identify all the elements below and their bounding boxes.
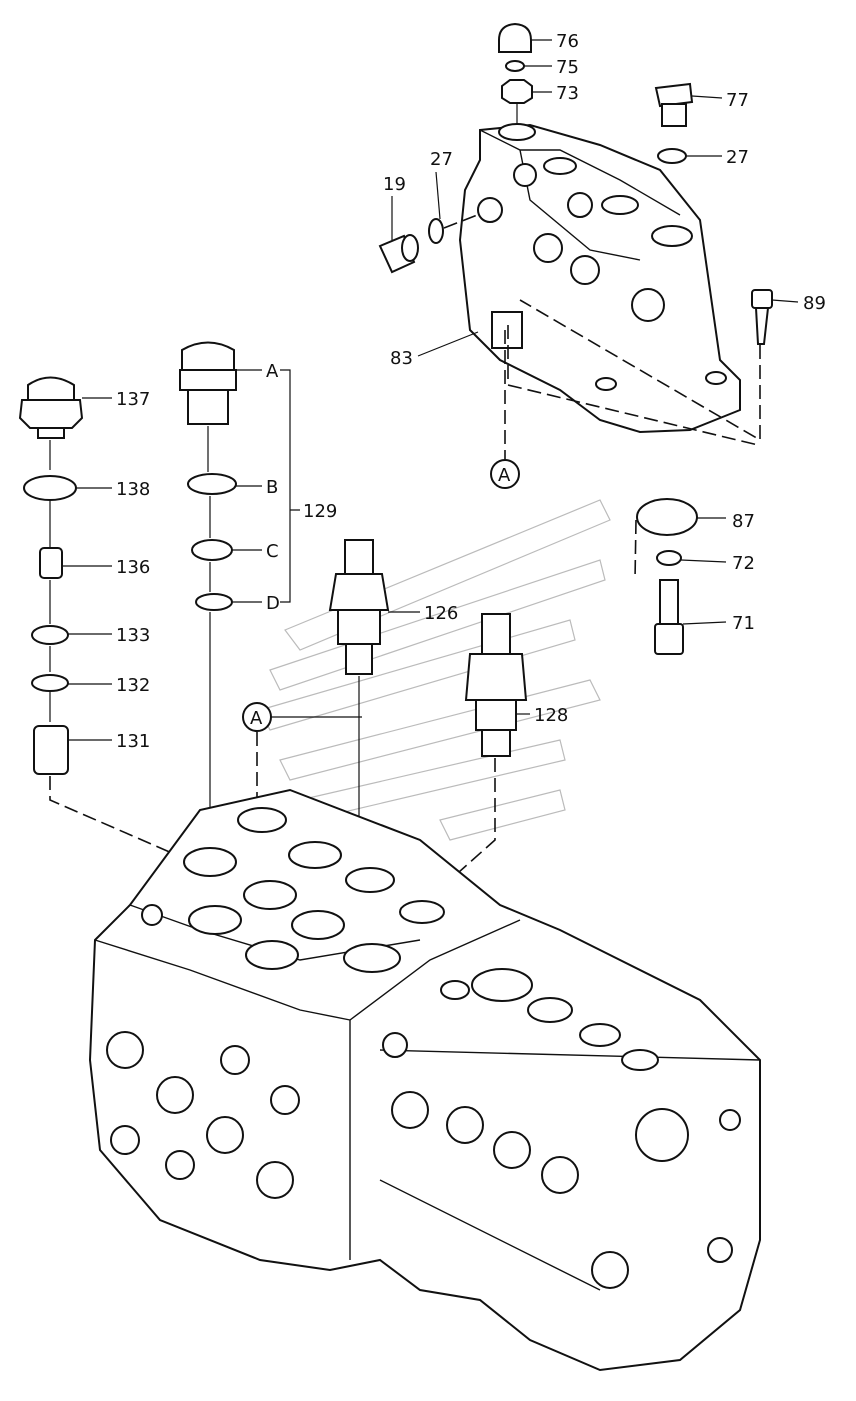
- watermark-logo: [259, 499, 611, 841]
- label-72: 72: [732, 553, 755, 574]
- label-129: 129: [303, 501, 337, 522]
- bolt-89: [751, 289, 799, 345]
- o-ring-72: [656, 550, 727, 566]
- reference-circle-a-lower: [242, 702, 362, 850]
- cartridge-valve-128: [464, 613, 530, 757]
- side-port-3: [477, 197, 503, 223]
- o-ring-87: [636, 498, 726, 536]
- label-c: C: [266, 541, 279, 562]
- label-76: 76: [556, 31, 579, 52]
- reference-circle-a-top: [490, 330, 520, 489]
- plug-137: [18, 376, 112, 439]
- washer-133: [31, 625, 112, 645]
- label-b: B: [266, 477, 278, 498]
- main-valve-body: [88, 788, 761, 1372]
- label-126: 126: [424, 603, 458, 624]
- port-cover-1: [498, 123, 536, 141]
- label-77: 77: [726, 90, 749, 111]
- label-133: 133: [116, 625, 150, 646]
- plug-77: [654, 82, 723, 127]
- relief-valve-a: [179, 341, 262, 425]
- label-138: 138: [116, 479, 150, 500]
- plug-19: [378, 196, 419, 274]
- label-71: 71: [732, 613, 755, 634]
- part-labels: 76 75 73 77 27 27 19 89 83 A 87 72 71 13…: [116, 31, 826, 752]
- label-131: 131: [116, 731, 150, 752]
- label-83: 83: [390, 348, 413, 369]
- washer-c: [191, 539, 262, 561]
- o-ring-27-left: [428, 171, 444, 244]
- label-19: 19: [383, 174, 406, 195]
- label-a: A: [266, 361, 279, 382]
- bolt-hole-1: [595, 377, 617, 391]
- side-port-4: [533, 233, 563, 263]
- label-87: 87: [732, 511, 755, 532]
- ref-a-lower: A: [250, 708, 263, 729]
- label-128: 128: [534, 705, 568, 726]
- mounting-lug: [491, 311, 523, 349]
- cap-76: [498, 22, 552, 53]
- label-132: 132: [116, 675, 150, 696]
- o-ring-132: [31, 674, 112, 692]
- sleeve-131: [33, 725, 112, 775]
- label-d: D: [266, 593, 280, 614]
- o-ring-138: [23, 475, 112, 501]
- port-cover-4: [651, 225, 693, 247]
- ref-a-top: A: [498, 465, 511, 486]
- o-ring-d: [195, 593, 262, 611]
- label-137: 137: [116, 389, 150, 410]
- label-136: 136: [116, 557, 150, 578]
- valve-136: [39, 547, 112, 579]
- side-port-5: [570, 255, 600, 285]
- nut-73: [501, 79, 552, 104]
- side-port-6: [631, 288, 665, 322]
- cartridge-valve-126: [328, 539, 420, 675]
- label-89: 89: [803, 293, 826, 314]
- o-ring-b: [187, 473, 262, 495]
- washer-75: [505, 60, 552, 72]
- bracket-129: [280, 369, 300, 603]
- label-27-right: 27: [726, 147, 749, 168]
- side-port-2: [567, 192, 593, 218]
- label-27-left: 27: [430, 149, 453, 170]
- side-port-1: [513, 163, 537, 187]
- label-75: 75: [556, 57, 579, 78]
- port-cover-2: [543, 157, 577, 175]
- pin-71: [654, 579, 727, 655]
- o-ring-27-right: [657, 148, 722, 164]
- cover-block-83: [458, 123, 741, 434]
- bolt-hole-2: [705, 371, 727, 385]
- port-cover-3: [601, 195, 639, 215]
- label-73: 73: [556, 83, 579, 104]
